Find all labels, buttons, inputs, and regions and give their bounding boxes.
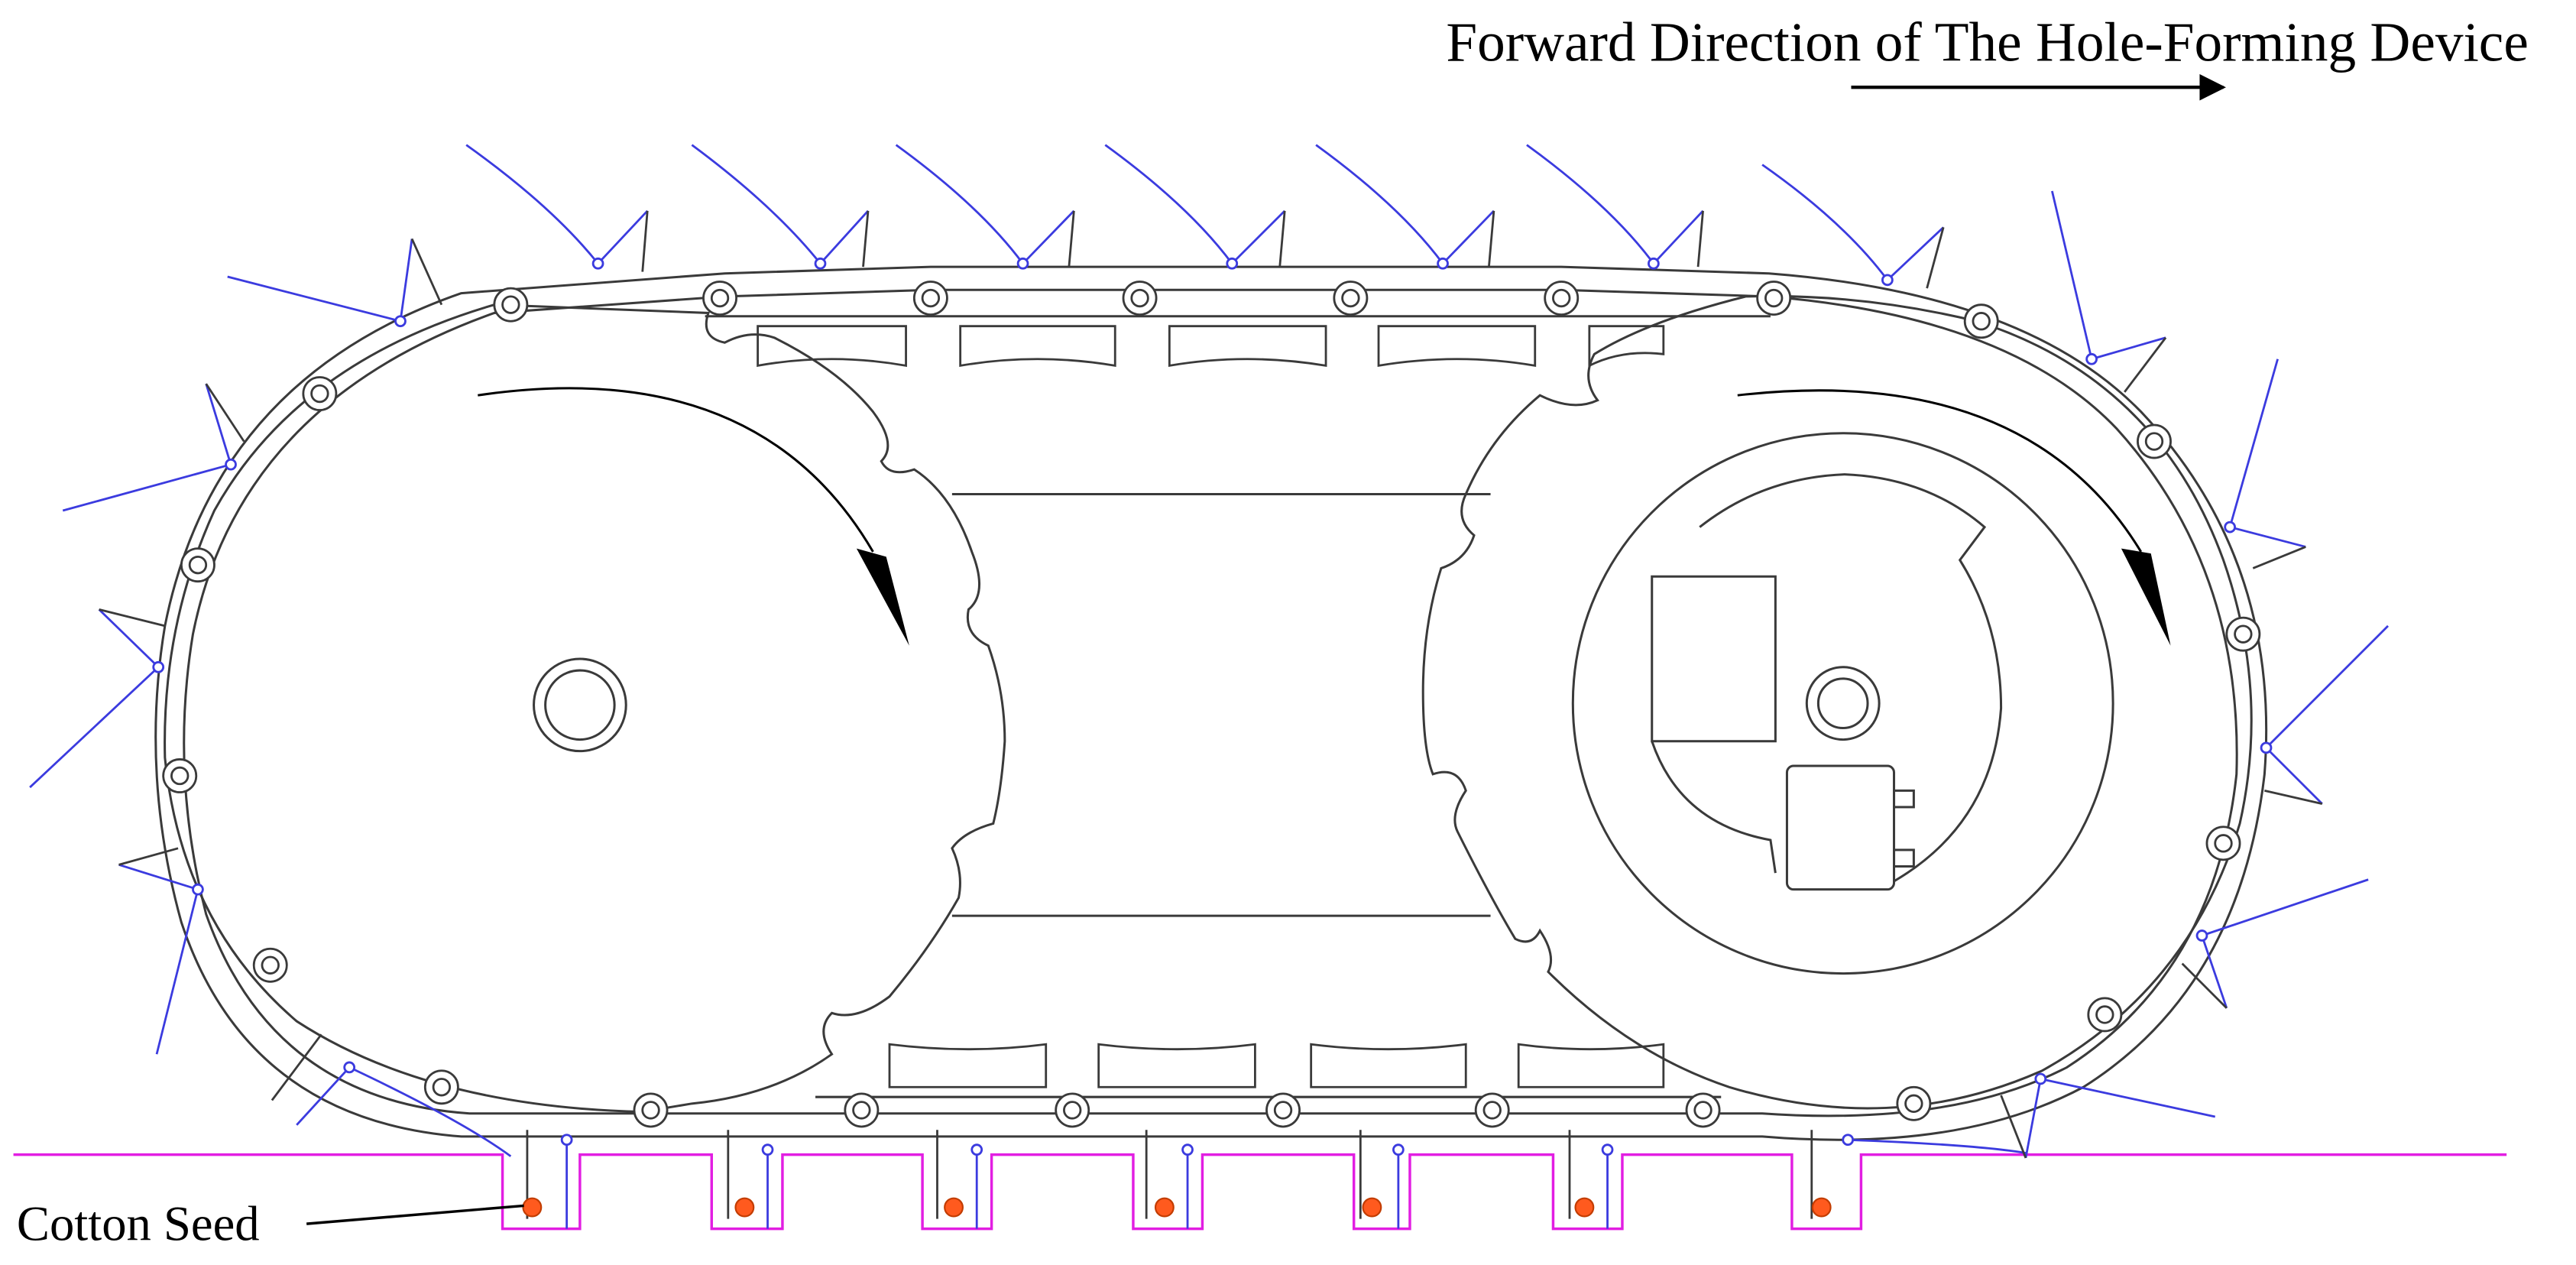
ground-surface bbox=[13, 1153, 2507, 1231]
right-sprocket-wheel bbox=[1421, 294, 2253, 1110]
cotton-seeds bbox=[522, 1197, 1832, 1218]
cotton-seed bbox=[1811, 1197, 1832, 1218]
direction-label: Forward Direction of The Hole-Forming De… bbox=[1446, 11, 2528, 73]
cotton-seed bbox=[944, 1197, 964, 1218]
left-sprocket-wheel bbox=[164, 303, 1006, 1114]
cotton-seed bbox=[1574, 1197, 1595, 1218]
track-belt bbox=[154, 265, 2268, 1141]
chain-pins bbox=[162, 281, 2261, 1128]
seed-label: Cotton Seed bbox=[17, 1196, 260, 1251]
seed-leader-line bbox=[306, 1204, 524, 1225]
belt-pads bbox=[757, 325, 1665, 1088]
left-rotation-arrow bbox=[478, 387, 909, 646]
cotton-seed bbox=[522, 1197, 543, 1218]
cotton-seed bbox=[734, 1197, 755, 1218]
cotton-seed bbox=[1362, 1197, 1382, 1218]
spike-tines bbox=[29, 144, 2389, 1229]
cotton-seed bbox=[1154, 1197, 1175, 1218]
right-rotation-arrow bbox=[1737, 389, 2171, 646]
